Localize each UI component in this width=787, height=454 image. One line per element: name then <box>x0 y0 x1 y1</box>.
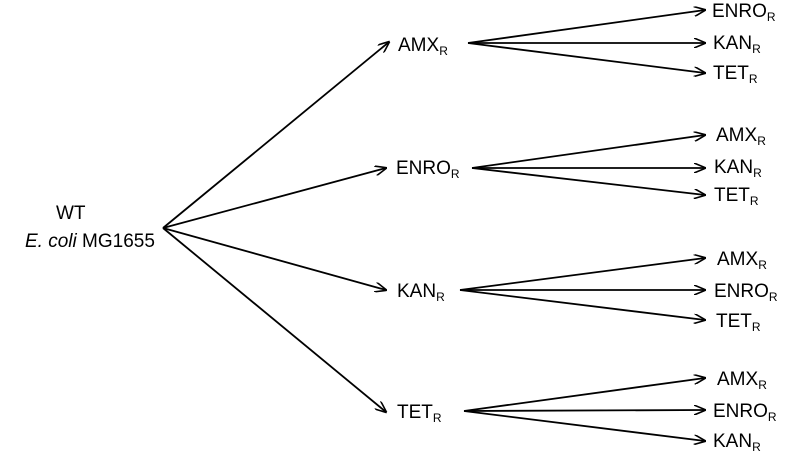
root-label-species: E. coli <box>25 231 77 252</box>
node-kan-amx-subscript: R <box>758 258 767 272</box>
arrow-enro-to-amx <box>471 135 705 169</box>
root-label-line1: WT <box>56 203 86 224</box>
node-amx: AMXR <box>398 35 448 58</box>
node-kan-tet-text: TET <box>716 311 752 332</box>
node-enro-amx-subscript: R <box>757 134 766 148</box>
arrow-tet-to-amx <box>463 378 705 412</box>
arrow-enro-to-tet <box>471 167 705 195</box>
arrow-tet-to-enro <box>463 410 705 411</box>
node-tet: TETR <box>397 402 442 425</box>
node-kan-amx-text: AMX <box>717 249 759 270</box>
node-enro: ENROR <box>396 158 460 181</box>
node-enro-kan: KANR <box>714 157 762 180</box>
node-kan-tet-subscript: R <box>751 320 761 334</box>
node-enro-kan-text: KAN <box>714 157 754 178</box>
arrow-root-to-amx <box>162 42 389 229</box>
node-kan-enro-subscript: R <box>768 290 778 304</box>
node-enro-amx-text: AMX <box>716 125 758 146</box>
arrow-amx-to-tet <box>467 42 705 73</box>
node-enro-subscript: R <box>450 167 460 181</box>
node-tet-enro: ENROR <box>713 401 777 424</box>
node-tet-amx-text: AMX <box>717 369 759 390</box>
arrow-amx-to-enro <box>467 10 705 44</box>
node-tet-kan: KANR <box>713 431 761 454</box>
node-tet-enro-subscript: R <box>767 410 777 424</box>
node-tet-text: TET <box>397 402 433 423</box>
node-kan-text: KAN <box>397 281 437 302</box>
node-enro-tet-text: TET <box>714 185 750 206</box>
node-amx-kan-subscript: R <box>752 42 761 56</box>
root-label-strain: MG1655 <box>76 231 155 252</box>
arrow-root-to-enro <box>162 168 386 229</box>
node-amx-enro: ENROR <box>712 1 776 24</box>
node-amx-kan-text: KAN <box>713 33 753 54</box>
arrow-kan-to-tet <box>459 289 705 320</box>
node-amx-enro-text: ENRO <box>712 1 767 22</box>
node-tet-subscript: R <box>432 411 442 425</box>
node-amx-tet-subscript: R <box>748 72 758 86</box>
node-enro-tet-subscript: R <box>749 194 759 208</box>
arrow-tet-to-kan <box>463 410 705 441</box>
node-amx-subscript: R <box>439 44 448 58</box>
node-tet-amx: AMXR <box>717 369 767 392</box>
node-amx-tet: TETR <box>713 63 758 86</box>
arrow-kan-to-amx <box>459 258 705 291</box>
root-label-line2: E. coli MG1655 <box>25 232 155 251</box>
node-amx-enro-subscript: R <box>766 10 776 24</box>
node-kan-amx: AMXR <box>717 249 767 272</box>
node-amx-tet-text: TET <box>713 63 749 84</box>
node-enro-tet: TETR <box>714 185 759 208</box>
arrow-root-to-tet <box>162 227 386 412</box>
node-tet-enro-text: ENRO <box>713 401 768 422</box>
node-amx-text: AMX <box>398 35 440 56</box>
node-kan-enro-text: ENRO <box>714 281 769 302</box>
node-kan-enro: ENROR <box>714 281 778 304</box>
node-tet-amx-subscript: R <box>758 378 767 392</box>
node-tet-kan-text: KAN <box>713 431 753 452</box>
node-kan: KANR <box>397 281 445 304</box>
node-kan-tet: TETR <box>716 311 761 334</box>
arrow-root-to-kan <box>162 227 386 290</box>
node-amx-kan: KANR <box>713 33 761 56</box>
node-enro-text: ENRO <box>396 158 451 179</box>
node-tet-kan-subscript: R <box>752 440 761 454</box>
node-enro-amx: AMXR <box>716 125 766 148</box>
node-enro-kan-subscript: R <box>753 166 762 180</box>
node-kan-subscript: R <box>436 290 445 304</box>
